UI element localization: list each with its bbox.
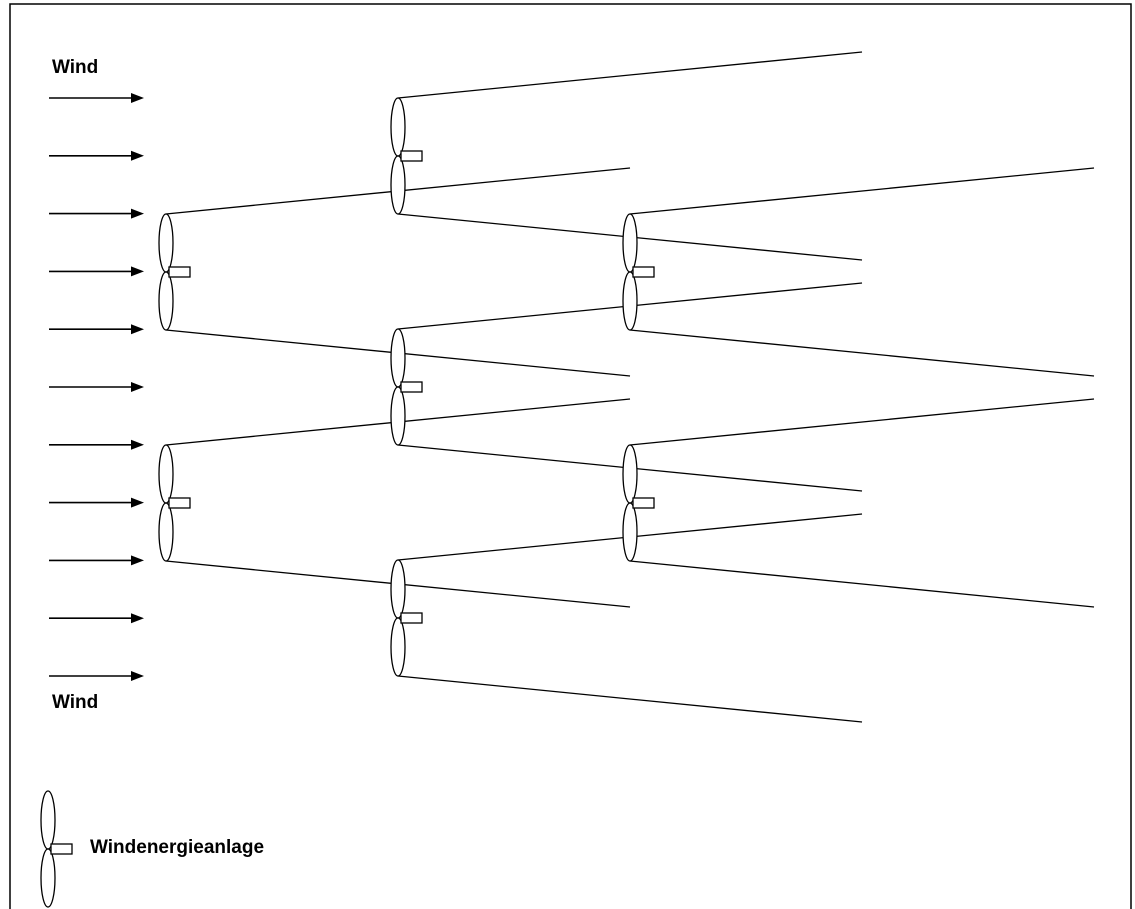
wake-line-upper [397,51,863,99]
wind-turbine-icon [622,213,655,331]
wind-arrow [49,324,144,335]
wind-label-bottom: Wind [52,692,98,713]
wake-line-upper [629,167,1095,215]
wake-line-lower [629,560,1095,608]
wind-arrow [49,613,144,624]
turbines [158,97,655,677]
wind-arrow [49,439,144,450]
wake-line-lower [397,675,863,723]
wake-line-upper [629,398,1095,446]
wind-turbine-icon [622,444,655,562]
wind-turbine-icon [158,444,191,562]
wind-arrow [49,93,144,103]
wind-arrow [49,382,144,392]
wind-arrow [49,555,144,566]
wind-turbine-icon [390,97,423,215]
legend-wind-turbine-icon [40,790,73,908]
wind-arrow [49,208,144,219]
wind-label-top: Wind [52,57,98,78]
wind-arrows [49,93,144,681]
wind-arrow [49,150,144,161]
wind-arrow [49,497,144,508]
wind-turbine-icon [40,790,73,908]
wind-turbine-icon [390,328,423,446]
wind-arrow [49,266,144,277]
wake-lines [165,51,1095,723]
wind-turbine-icon [158,213,191,331]
figure-border [9,3,1132,909]
wake-line-lower [629,329,1095,377]
wind-arrow [49,671,144,681]
wind-turbine-icon [390,559,423,677]
legend-label: Windenergieanlage [90,837,264,858]
